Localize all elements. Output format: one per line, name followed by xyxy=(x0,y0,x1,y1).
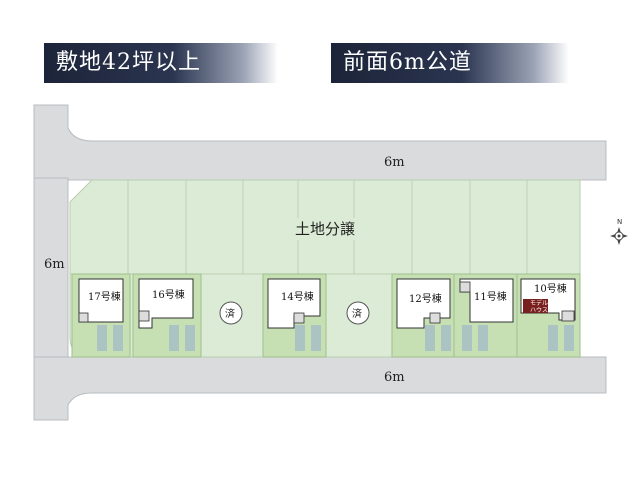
car-icon xyxy=(564,325,574,351)
car-icon xyxy=(425,325,435,351)
car-icon xyxy=(185,325,195,351)
sold-mark xyxy=(219,301,243,325)
car-icon xyxy=(548,325,558,351)
bottom-road xyxy=(33,356,607,421)
model-house-line2: ハウス xyxy=(530,306,548,314)
house-outline xyxy=(138,278,194,329)
porch xyxy=(78,312,89,323)
car-icon xyxy=(169,325,179,351)
sold-lot-2: 済 xyxy=(346,301,370,325)
car-icon xyxy=(311,325,321,351)
lot-17-label: 17号棟 xyxy=(88,290,121,303)
sold-mark xyxy=(346,301,370,325)
porch xyxy=(138,310,150,322)
lot-12-label: 12号棟 xyxy=(409,292,442,305)
car-icon xyxy=(295,325,305,351)
left-road-width: 6m xyxy=(44,257,65,272)
model-house-badge xyxy=(523,299,548,313)
top-road xyxy=(33,104,607,181)
roads xyxy=(33,104,607,421)
porch xyxy=(429,312,441,324)
porch xyxy=(561,310,575,322)
lot-10-label: 10号棟 xyxy=(534,282,567,295)
porch xyxy=(459,281,471,293)
sold-mark-text: 済 xyxy=(352,307,362,320)
lot-11-label: 11号棟 xyxy=(474,290,507,303)
subdivision-label-bg xyxy=(291,218,365,240)
lot-17[interactable]: 17号棟 xyxy=(71,273,131,358)
lot-16[interactable]: 16号棟 xyxy=(132,273,202,358)
subdivision-label: 土地分譲 xyxy=(295,220,355,238)
car-icon xyxy=(113,325,123,351)
car-icon xyxy=(478,325,488,351)
lot-10[interactable]: 10号棟 モデル ハウス xyxy=(516,273,581,358)
banner-lot-size: 敷地42坪以上 xyxy=(44,43,278,83)
sold-mark-text: 済 xyxy=(225,307,235,320)
lot-16-label: 16号棟 xyxy=(152,288,185,301)
lot-11[interactable]: 11号棟 xyxy=(453,273,518,358)
lot-14-label: 14号棟 xyxy=(281,290,314,303)
model-house-line1: モデル xyxy=(530,299,548,307)
car-icon xyxy=(462,325,472,351)
compass-icon: N xyxy=(610,218,628,245)
car-icon xyxy=(97,325,107,351)
lot-14[interactable]: 14号棟 xyxy=(262,273,327,358)
porch xyxy=(293,312,305,324)
compass-north-label: N xyxy=(617,218,622,226)
sold-lot-1: 済 xyxy=(219,301,243,325)
banner-front-road: 前面6m公道 xyxy=(331,43,569,83)
lot-12[interactable]: 12号棟 xyxy=(391,273,455,358)
top-road-width: 6m xyxy=(384,155,405,170)
bottom-road-width: 6m xyxy=(384,370,405,385)
car-icon xyxy=(441,325,451,351)
